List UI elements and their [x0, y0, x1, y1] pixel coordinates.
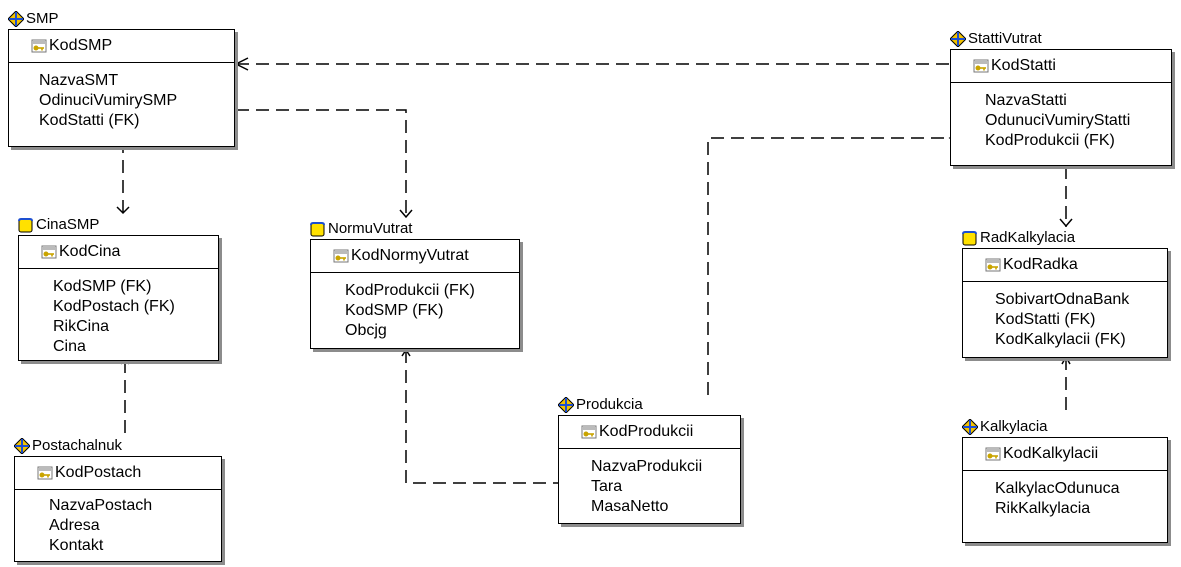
entity-box: KodNormyVutrat KodProdukcii (FK) KodSMP …: [310, 239, 520, 349]
primary-key: KodPostach: [55, 464, 142, 481]
entity-title: Postachalnuk: [32, 437, 123, 454]
key-icon: [37, 466, 53, 480]
primary-key: KodProdukcii: [599, 423, 694, 440]
primary-key: KodNormyVutrat: [351, 247, 469, 264]
entity-box: KodCina KodSMP (FK) KodPostach (FK) RikC…: [18, 235, 219, 361]
crowfoot-marker: [116, 206, 130, 215]
attribute: KalkylacOdunuca: [995, 480, 1120, 497]
key-icon: [333, 249, 349, 263]
crowfoot-marker: [1059, 218, 1073, 228]
key-icon: [31, 39, 47, 53]
entity-title: RadKalkylacia: [980, 229, 1076, 246]
attribute: OdinuciVumirySMP: [39, 92, 178, 109]
attribute: KodKalkylacii (FK): [995, 331, 1126, 348]
entity-title: CinaSMP: [36, 216, 100, 233]
attribute: KodSMP (FK): [53, 278, 152, 295]
attribute: Adresa: [49, 517, 100, 534]
entity-box: KodProdukcii NazvaProdukcii Tara MasaNet…: [558, 415, 741, 524]
key-icon: [41, 245, 57, 259]
attribute: RikKalkylacia: [995, 500, 1091, 517]
diamond-entity-icon: [557, 396, 575, 414]
attribute: KodProdukcii (FK): [345, 282, 475, 299]
entity-title: Kalkylacia: [980, 418, 1048, 435]
entity-box: KodKalkylacii KalkylacOdunuca RikKalkyla…: [962, 437, 1168, 543]
attribute: NazvaPostach: [49, 497, 153, 514]
attribute: Kontakt: [49, 537, 104, 554]
diamond-entity-icon: [949, 30, 967, 48]
crowfoot-marker: [234, 57, 249, 71]
attribute: Tara: [591, 478, 623, 495]
attribute: SobivartOdnaBank: [995, 291, 1130, 308]
primary-key: KodKalkylacii: [1003, 445, 1099, 462]
diamond-entity-icon: [13, 437, 31, 455]
cube-entity-icon: [310, 221, 326, 237]
attribute: RikCina: [53, 318, 110, 335]
attribute: NazvaSMT: [39, 72, 119, 89]
primary-key: KodSMP: [49, 37, 113, 54]
attribute: NazvaStatti: [985, 92, 1067, 109]
crowfoot-marker: [401, 348, 411, 357]
entity-title: Produkcia: [576, 396, 643, 413]
relationship-produkcia-stattivutrat: [707, 137, 950, 395]
attribute: Obcjg: [345, 322, 387, 339]
diamond-entity-icon: [961, 418, 979, 436]
entity-box: KodRadka SobivartOdnaBank KodStatti (FK)…: [962, 248, 1168, 358]
attribute: Cina: [53, 338, 86, 355]
entity-title: StattiVutrat: [968, 30, 1042, 47]
key-icon: [581, 425, 597, 439]
attribute: KodStatti (FK): [995, 311, 1096, 328]
cube-entity-icon: [18, 217, 34, 233]
key-icon: [985, 447, 1001, 461]
attribute: KodSMP (FK): [345, 302, 444, 319]
entity-box: KodPostach NazvaPostach Adresa Kontakt: [14, 456, 222, 562]
crowfoot-marker: [399, 209, 413, 219]
attribute: KodProdukcii (FK): [985, 132, 1115, 149]
attribute: KodStatti (FK): [39, 112, 140, 129]
attribute: NazvaProdukcii: [591, 458, 703, 475]
attribute: OdunuciVumiryStatti: [985, 112, 1131, 129]
entity-title: NormuVutrat: [328, 220, 413, 237]
entity-box: KodStatti NazvaStatti OdunuciVumiryStatt…: [950, 49, 1172, 166]
primary-key: KodStatti: [991, 57, 1056, 74]
primary-key: KodRadka: [1003, 256, 1078, 273]
key-icon: [973, 59, 989, 73]
entity-box: KodSMP NazvaSMT OdinuciVumirySMP KodStat…: [8, 29, 235, 147]
cube-entity-icon: [962, 230, 978, 246]
primary-key: KodCina: [59, 243, 121, 260]
entity-title: SMP: [26, 10, 59, 27]
key-icon: [985, 258, 1001, 272]
attribute: KodPostach (FK): [53, 298, 175, 315]
relationship-smp-normuvutrat: [236, 109, 407, 218]
attribute: MasaNetto: [591, 498, 669, 515]
diamond-entity-icon: [7, 10, 25, 28]
relationship-normuvutrat-produkcia: [405, 350, 558, 484]
